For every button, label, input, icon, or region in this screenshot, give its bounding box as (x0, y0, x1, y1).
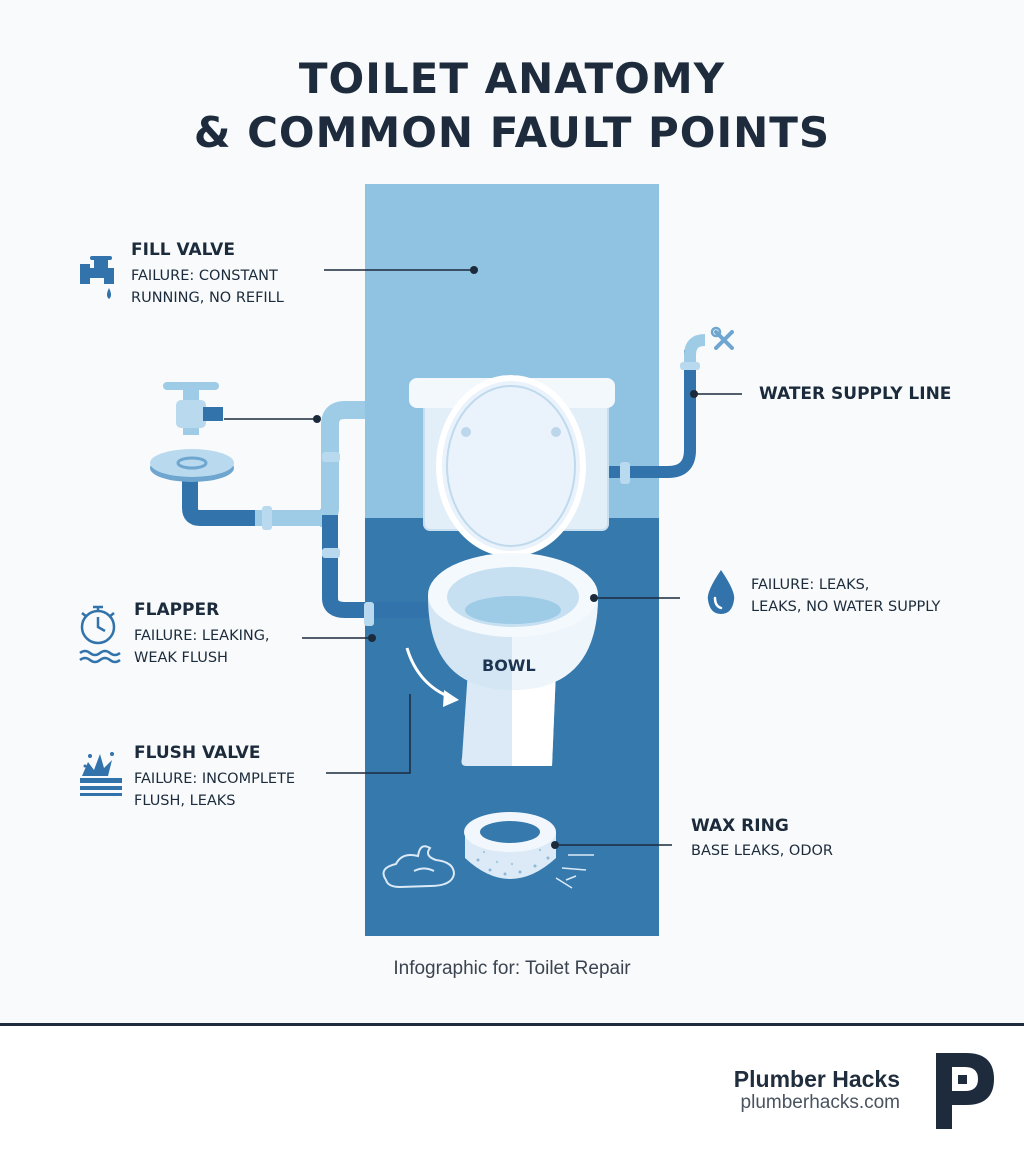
wax-ring-label: WAX RING BASE LEAKS, ODOR (691, 816, 833, 862)
footer (0, 1026, 1024, 1154)
bowl-label: BOWL (482, 656, 536, 675)
leader-lines (224, 266, 742, 849)
flapper-label: FLAPPER FAILURE: LEAKING, WEAK FLUSH (134, 600, 270, 669)
seat-lid (436, 375, 586, 557)
page-title-line-2: & COMMON FAULT POINTS (193, 108, 831, 157)
wax-ring-heading: WAX RING (691, 816, 789, 836)
supply-failure-line-1: FAILURE: LEAKS, (751, 577, 870, 593)
brand-logo-icon[interactable] (936, 1053, 994, 1129)
puddle-icon (382, 845, 456, 889)
left-plumbing (150, 382, 430, 626)
wax-ring-failure-line: BASE LEAKS, ODOR (691, 843, 833, 859)
timer-icon (79, 605, 121, 664)
faucet-icon (80, 256, 114, 299)
supply-pipe (600, 334, 706, 484)
fill-valve-heading: FILL VALVE (131, 240, 235, 260)
flush-arrow-icon (405, 647, 459, 707)
footer-divider (0, 1023, 1024, 1026)
supply-failure-label: FAILURE: LEAKS, LEAKS, NO WATER SUPPLY (751, 574, 940, 618)
flush-valve-label: FLUSH VALVE FAILURE: INCOMPLETE FLUSH, L… (134, 743, 295, 812)
wrench-icon (710, 326, 734, 350)
page-title-line-1: TOILET ANATOMY (298, 54, 726, 103)
brand-name[interactable]: Plumber Hacks (733, 1066, 900, 1092)
flush-valve-failure-line-2: FLUSH, LEAKS (134, 793, 236, 809)
toilet (409, 375, 615, 766)
fill-valve-label: FILL VALVE FAILURE: CONSTANT RUNNING, NO… (131, 240, 284, 309)
flapper-heading: FLAPPER (134, 600, 220, 620)
fill-valve-failure-line-2: RUNNING, NO REFILL (131, 290, 284, 306)
water-supply-line-heading: WATER SUPPLY LINE (759, 384, 952, 404)
water-drop-icon (707, 570, 735, 614)
flapper-failure-line-1: FAILURE: LEAKING, (134, 628, 270, 644)
flush-valve-heading: FLUSH VALVE (134, 743, 261, 763)
caption: Infographic for: Toilet Repair (393, 958, 631, 979)
flush-valve-failure-line-1: FAILURE: INCOMPLETE (134, 771, 296, 787)
brand-url[interactable]: plumberhacks.com (740, 1092, 900, 1113)
supply-failure-line-2: LEAKS, NO WATER SUPPLY (751, 599, 941, 615)
fill-valve-failure-line-1: FAILURE: CONSTANT (131, 268, 278, 284)
wax-ring-icon (464, 812, 594, 889)
water-supply-line-label: WATER SUPPLY LINE (759, 384, 951, 404)
flapper-failure-line-2: WEAK FLUSH (134, 650, 228, 666)
splash-icon (80, 752, 122, 796)
toilet-diagram (79, 184, 742, 936)
